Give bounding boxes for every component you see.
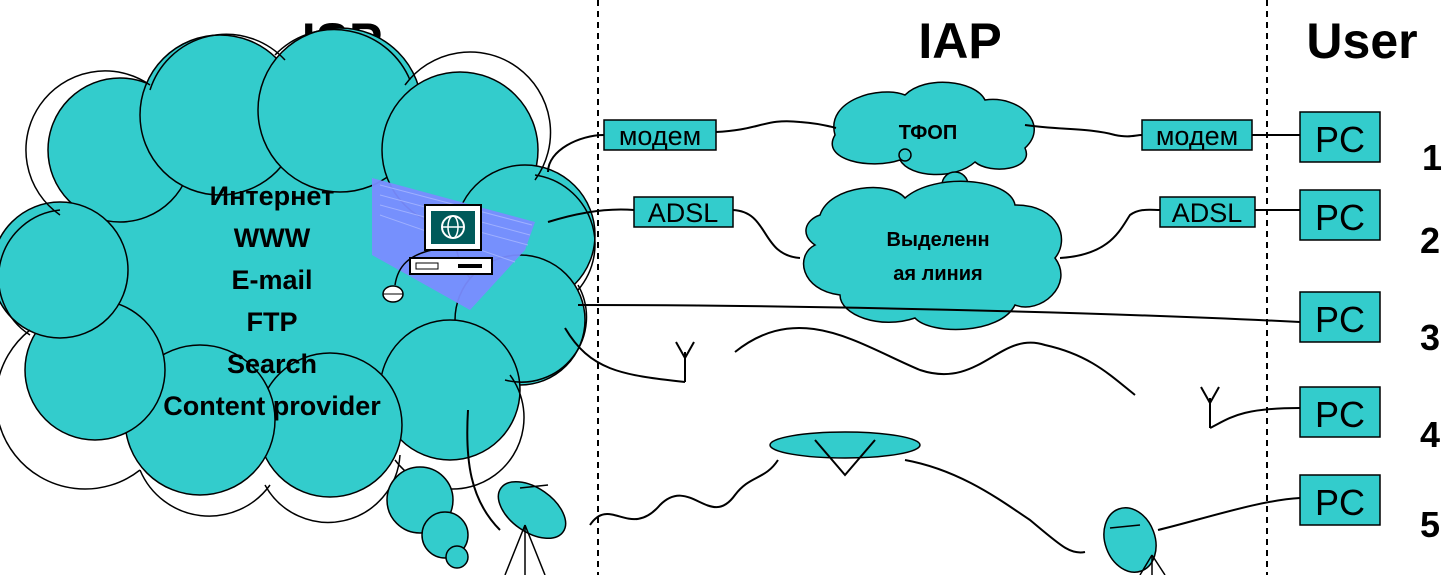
- adsl-right-box: ADSL: [1159, 196, 1256, 228]
- pc-label: PC: [1315, 299, 1365, 340]
- pc-label: PC: [1315, 394, 1365, 435]
- header-iap: IAP: [918, 13, 1001, 69]
- user-pc-5: PC 5: [1299, 474, 1440, 545]
- header-user: User: [1306, 13, 1417, 69]
- isp-line-email: E-mail: [231, 265, 312, 295]
- leased-line-label-2: ая линия: [893, 263, 982, 285]
- isp-line-ftp: FTP: [247, 307, 298, 337]
- modem-left-label: модем: [619, 121, 701, 151]
- leased-line-label-1: Выделенн: [886, 229, 989, 251]
- isp-line-internet: Интернет: [210, 181, 335, 211]
- isp-line-www: WWW: [234, 223, 311, 253]
- thought-bubbles: [386, 466, 469, 569]
- modem-left-box: модем: [603, 119, 717, 151]
- pc-number: 5: [1420, 504, 1440, 545]
- pc-label: PC: [1315, 482, 1365, 523]
- dish-right-icon: [1103, 507, 1166, 575]
- modem-right-box: модем: [1141, 119, 1253, 151]
- adsl-left-label: ADSL: [648, 198, 719, 228]
- pc-number: 4: [1420, 414, 1440, 455]
- pc-label: PC: [1315, 197, 1365, 238]
- pstn-cloud: ТФОП: [831, 81, 1035, 176]
- pc-number: 1: [1422, 137, 1442, 178]
- user-pc-4: PC 4: [1299, 386, 1440, 455]
- server-computer-icon: [372, 178, 535, 310]
- user-pc-3: PC 3: [1299, 291, 1440, 358]
- isp-line-search: Search: [227, 349, 317, 379]
- connection-wires: [466, 120, 1301, 554]
- adsl-left-box: ADSL: [633, 196, 734, 228]
- leased-line-cloud: Выделенн ая линия: [802, 180, 1063, 331]
- dish-left-icon: [497, 480, 567, 575]
- modem-right-label: модем: [1156, 121, 1238, 151]
- antenna-right-icon: [1200, 386, 1220, 428]
- user-pc-2: PC 2: [1299, 189, 1440, 261]
- pc-number: 2: [1420, 220, 1440, 261]
- user-pc-1: PC 1: [1299, 111, 1442, 178]
- satellite-icon: [769, 431, 921, 477]
- pc-number: 3: [1420, 317, 1440, 358]
- isp-services-list: Интернет WWW E-mail FTP Search Content p…: [163, 181, 381, 421]
- isp-line-content-provider: Content provider: [163, 391, 381, 421]
- adsl-right-label: ADSL: [1172, 198, 1243, 228]
- pstn-cloud-label: ТФОП: [899, 122, 957, 144]
- antenna-left-icon: [675, 341, 695, 382]
- pc-label: PC: [1315, 119, 1365, 160]
